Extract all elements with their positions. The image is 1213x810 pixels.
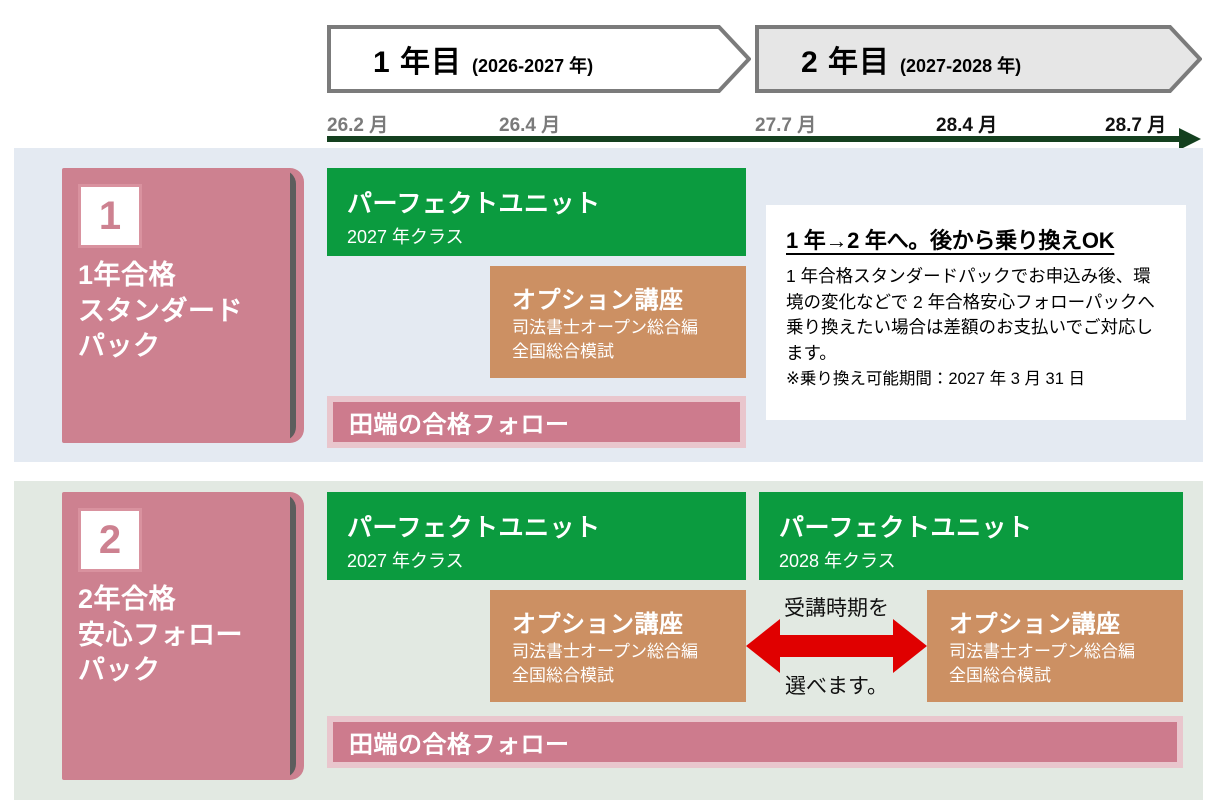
bar-option-course-r2-a[interactable]: オプション講座 司法書士オープン総合編 全国総合模試 — [490, 590, 746, 702]
bar-perfect-unit-r1-title: パーフェクトユニット — [347, 190, 601, 218]
bar-perfect-unit-r2-a-sub: 2027 年クラス — [347, 551, 464, 571]
bar-follow-r1[interactable]: 田端の合格フォロー — [327, 396, 746, 448]
arrow-shaft — [778, 635, 895, 657]
timing-choice-text-top: 受講時期を — [784, 597, 889, 620]
switch-info-box: 1 年→2 年へ。後から乗り換えOK 1 年合格スタンダードパックでお申込み後、… — [766, 205, 1186, 420]
timing-choice-text-bottom: 選べます。 — [785, 675, 888, 698]
year1-chevron-shape — [327, 25, 751, 93]
pack-title-2: 2年合格 安心フォロー パック — [78, 584, 243, 686]
timing-choice-group: 受講時期を 選べます。 — [746, 590, 927, 702]
bar-perfect-unit-r2-b-sub: 2028 年クラス — [779, 551, 896, 571]
pack-title-1: 1年合格 スタンダード パック — [78, 260, 243, 362]
year-banner-2: 2 年目 (2027-2028 年) — [755, 25, 1202, 93]
timeline-axis-arrow-icon — [1179, 128, 1201, 150]
bar-perfect-unit-r2-b[interactable]: パーフェクトユニット 2028 年クラス — [759, 492, 1183, 580]
bar-option-course-r1-sub1: 司法書士オープン総合編 — [512, 318, 698, 337]
tick-label-28-4: 28.4 月 — [936, 115, 998, 136]
tick-label-26-2: 26.2 月 — [327, 115, 389, 136]
year2-range: (2027-2028 年) — [900, 56, 1022, 76]
arrow-right-head-icon — [893, 619, 927, 673]
year2-label: 2 年目 — [801, 46, 891, 79]
switch-info-body: 1 年合格スタンダードパックでお申込み後、環境の変化などで 2 年合格安心フォロ… — [786, 266, 1155, 363]
pack-number-1: 1 — [98, 194, 122, 238]
bar-perfect-unit-r2-a-title: パーフェクトユニット — [347, 514, 601, 542]
bar-perfect-unit-r1[interactable]: パーフェクトユニット 2027 年クラス — [327, 168, 746, 256]
year1-range: (2026-2027 年) — [472, 56, 594, 76]
year2-chevron-shape — [755, 25, 1202, 93]
arrow-left-head-icon — [746, 619, 780, 673]
bar-perfect-unit-r2-a[interactable]: パーフェクトユニット 2027 年クラス — [327, 492, 746, 580]
tick-label-28-7: 28.7 月 — [1105, 115, 1167, 136]
bar-option-course-r2-b-title: オプション講座 — [949, 611, 1121, 638]
bar-follow-r2[interactable]: 田端の合格フォロー — [327, 716, 1183, 768]
switch-info-heading: 1 年→2 年へ。後から乗り換えOK — [786, 228, 1115, 253]
pack-number-2: 2 — [98, 518, 122, 562]
bar-option-course-r1-title: オプション講座 — [512, 287, 684, 314]
bar-perfect-unit-r2-b-title: パーフェクトユニット — [779, 514, 1033, 542]
tick-label-27-7: 27.7 月 — [755, 115, 817, 136]
year-banner-1: 1 年目 (2026-2027 年) — [327, 25, 751, 93]
bar-perfect-unit-r1-sub: 2027 年クラス — [347, 227, 464, 247]
pack-card-1[interactable]: 1 1年合格 スタンダード パック — [62, 168, 304, 443]
bar-option-course-r2-a-sub2: 全国総合模試 — [512, 666, 614, 686]
pack-number-badge-1: 1 — [78, 184, 142, 248]
bar-option-course-r2-a-title: オプション講座 — [512, 611, 684, 638]
bar-follow-r1-title: 田端の合格フォロー — [349, 411, 570, 439]
bar-option-course-r2-b-sub2: 全国総合模試 — [949, 666, 1051, 686]
bar-option-course-r1[interactable]: オプション講座 司法書士オープン総合編 全国総合模試 — [490, 266, 746, 378]
bar-option-course-r2-b[interactable]: オプション講座 司法書士オープン総合編 全国総合模試 — [927, 590, 1183, 702]
bar-follow-r2-title: 田端の合格フォロー — [349, 731, 570, 759]
switch-info-note: ※乗り換え可能期間：2027 年 3 月 31 日 — [786, 370, 1085, 389]
bar-option-course-r1-sub2: 全国総合模試 — [512, 342, 614, 362]
timeline-axis-line — [327, 136, 1179, 142]
pack-number-badge-2: 2 — [78, 508, 142, 572]
bar-option-course-r2-b-sub1: 司法書士オープン総合編 — [949, 642, 1135, 661]
tick-label-26-4: 26.4 月 — [499, 115, 561, 136]
year1-label: 1 年目 — [373, 46, 463, 79]
pack-card-2[interactable]: 2 2年合格 安心フォロー パック — [62, 492, 304, 780]
bar-option-course-r2-a-sub1: 司法書士オープン総合編 — [512, 642, 698, 661]
